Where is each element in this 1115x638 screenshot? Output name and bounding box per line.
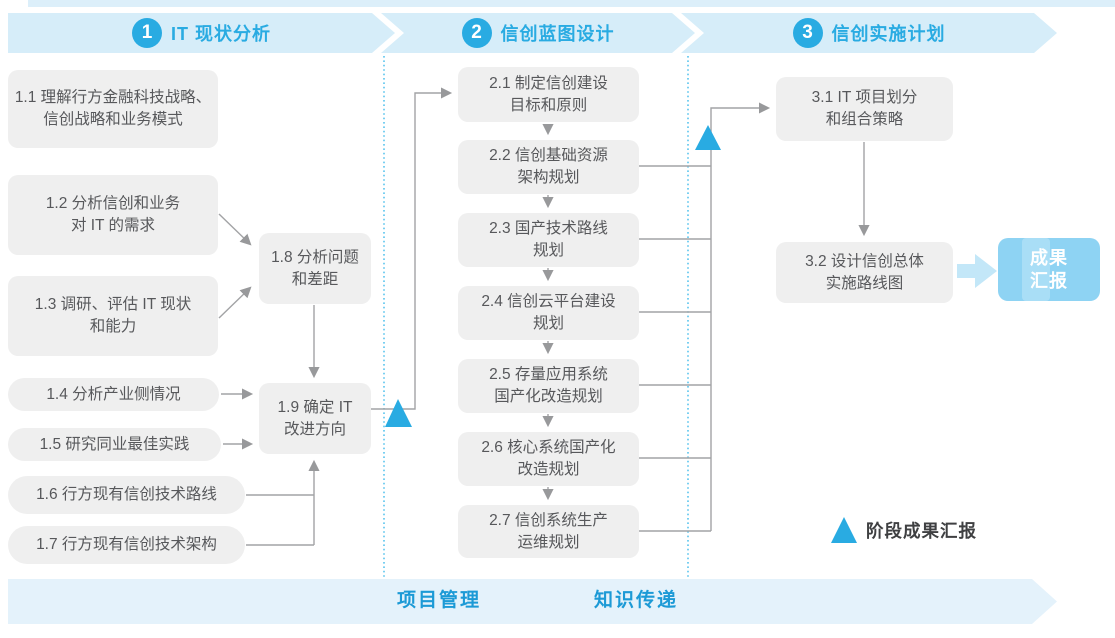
phase-2-number-badge: 2 [462, 18, 492, 48]
step-box-1-2: 1.2 分析信创和业务 对 IT 的需求 [8, 175, 218, 255]
step-box-2-2: 2.2 信创基础资源 架构规划 [458, 140, 639, 194]
step-box-3-2: 3.2 设计信创总体 实施路线图 [776, 242, 953, 303]
step-box-1-1: 1.1 理解行方金融科技战略、 信创战略和业务模式 [8, 70, 218, 148]
connector-1-2-to-1-8 [218, 213, 252, 246]
step-box-2-3: 2.3 国产技术路线 规划 [458, 213, 639, 267]
step-box-1-6: 1.6 行方现有信创技术路线 [8, 476, 245, 514]
phase-1-number-badge: 1 [132, 18, 162, 48]
phase-2-to-phase-3-connectors [639, 102, 870, 532]
thick-output-arrow [957, 254, 997, 288]
phase-band-2: 2 信创蓝图设计 [381, 13, 695, 53]
phase-1-connectors [218, 87, 453, 546]
result-box-highlight [1022, 238, 1050, 301]
step-box-1-9: 1.9 确定 IT 改进方向 [259, 383, 371, 454]
connector-1-3-to-1-8 [218, 286, 252, 319]
step-box-1-8: 1.8 分析问题 和差距 [259, 233, 371, 304]
milestone-triangle-phase-2 [695, 125, 721, 150]
step-box-2-4: 2.4 信创云平台建设 规划 [458, 286, 639, 340]
trunk-to-3-1 [710, 102, 771, 531]
legend-label: 阶段成果汇报 [866, 521, 977, 541]
step-box-2-6: 2.6 核心系统国产化 改造规划 [458, 432, 639, 486]
phase-3-title: 信创实施计划 [831, 24, 946, 44]
step-box-1-5: 1.5 研究同业最佳实践 [8, 428, 221, 461]
phase-3-number-badge: 3 [793, 18, 823, 48]
phase-band-1: 1 IT 现状分析 [8, 13, 395, 53]
step-box-2-7: 2.7 信创系统生产 运维规划 [458, 505, 639, 558]
step-box-2-1: 2.1 制定信创建设 目标和原则 [458, 67, 639, 122]
phase-3-header: 3 信创实施计划 [793, 18, 946, 48]
top-edge-strip [28, 0, 1115, 7]
phase-2-title: 信创蓝图设计 [500, 24, 615, 44]
footer-label-knowledge-transfer: 知识传递 [594, 590, 679, 611]
phase-band-3: 3 信创实施计划 [681, 13, 1057, 53]
step-box-2-5: 2.5 存量应用系统 国产化改造规划 [458, 359, 639, 413]
result-report-box: 成果 汇报 [998, 238, 1100, 301]
step-box-1-3: 1.3 调研、评估 IT 现状 和能力 [8, 276, 218, 356]
phase-1-title: IT 现状分析 [171, 24, 271, 44]
footer-band [8, 579, 1057, 624]
connector-1-9-to-2-1 [371, 87, 453, 410]
phase-1-header: 1 IT 现状分析 [132, 18, 271, 48]
step-box-1-7: 1.7 行方现有信创技术架构 [8, 526, 245, 564]
step-box-1-4: 1.4 分析产业侧情况 [8, 378, 219, 411]
step-box-3-1: 3.1 IT 项目划分 和组合策略 [776, 77, 953, 141]
phase-2-header: 2 信创蓝图设计 [462, 18, 615, 48]
legend-milestone-triangle-icon [831, 517, 857, 543]
footer-label-project-management: 项目管理 [397, 590, 482, 611]
result-report-label: 成果 汇报 [1030, 248, 1068, 291]
milestone-triangle-phase-1 [385, 399, 412, 427]
